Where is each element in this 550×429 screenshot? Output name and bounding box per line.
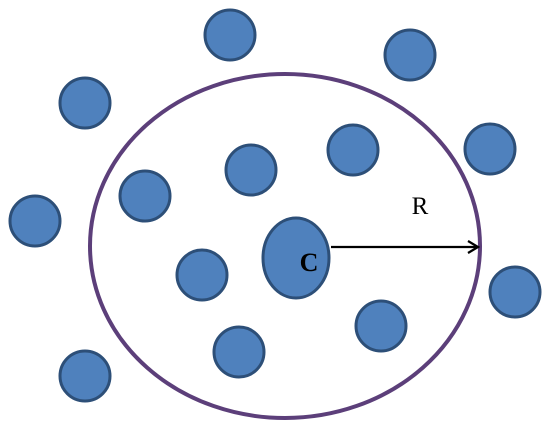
particle-icon (383, 28, 437, 82)
outside-particles (8, 8, 542, 403)
particle-icon (463, 122, 517, 176)
boundary-circle (88, 72, 482, 420)
particle-icon (8, 194, 62, 248)
particle-icon (58, 349, 112, 403)
particle-icon (354, 299, 408, 353)
particle-icon (326, 123, 380, 177)
center-particle-icon (261, 216, 331, 300)
particle-icon (224, 143, 278, 197)
particle-icon (118, 169, 172, 223)
particle-icon (203, 8, 257, 62)
particle-icon (175, 248, 229, 302)
inside-particles (118, 123, 408, 379)
particle-icon (488, 265, 542, 319)
center-label: C (300, 248, 319, 277)
particle-icon (212, 325, 266, 379)
particle-icon (58, 76, 112, 130)
radius-label: R (412, 193, 429, 220)
